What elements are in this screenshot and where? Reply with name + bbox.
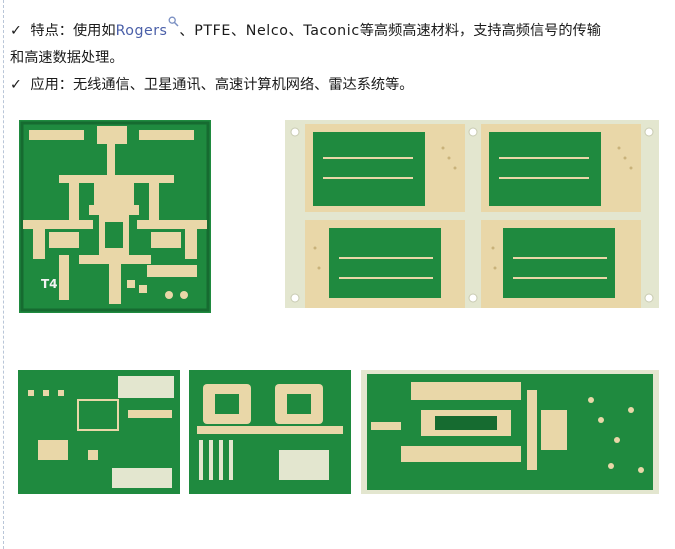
applications-paragraph: ✓ 应用：无线通信、卫星通讯、高速计算机网络、雷达系统等。 (10, 72, 670, 99)
features-label: 特点： (30, 23, 73, 39)
features-prefix: 使用如 (72, 23, 116, 39)
pcb-photo-green-board-1 (18, 370, 180, 494)
left-dashed-border (3, 0, 4, 549)
features-line2: 和高速数据处理。 (10, 50, 124, 66)
description-text: ✓ 特点：使用如Rogers 、PTFE、Nelco、Taconic等高频高速材料… (10, 16, 670, 99)
pcb-photo-rf-board: T4 (19, 120, 211, 313)
features-suffix: 等高频高速材料，支持高频信号的传输 (359, 23, 601, 39)
applications-text: 无线通信、卫星通讯、高速计算机网络、雷达系统等。 (72, 77, 414, 93)
pcb-photo-green-board-2 (189, 370, 351, 494)
rogers-link[interactable]: Rogers (115, 23, 168, 39)
check-icon: ✓ (10, 77, 22, 93)
check-icon: ✓ (10, 23, 22, 39)
pcb-photo-rf-board-wide (361, 370, 659, 494)
materials-list: 、PTFE、Nelco、Taconic (179, 23, 360, 39)
pcb-photo-panel (283, 118, 661, 312)
search-icon[interactable] (168, 16, 179, 27)
board-marking: T4 (41, 277, 58, 291)
features-paragraph: ✓ 特点：使用如Rogers 、PTFE、Nelco、Taconic等高频高速材料… (10, 16, 670, 45)
applications-label: 应用： (30, 77, 73, 93)
